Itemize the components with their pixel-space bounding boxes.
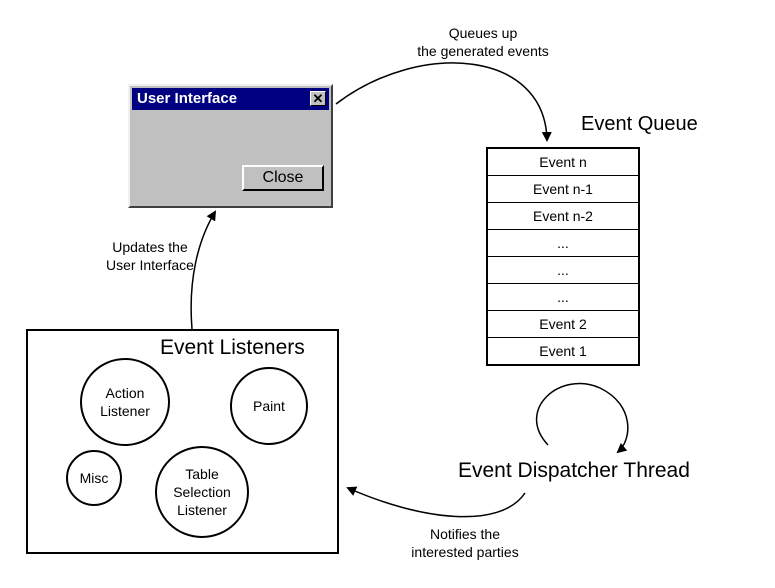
arrow-dispatcher-loop (535, 382, 629, 454)
window-title: User Interface (137, 90, 238, 107)
close-icon[interactable]: ✕ (310, 91, 326, 106)
node-label: Misc (79, 470, 109, 486)
annotation-line: interested parties (411, 544, 519, 560)
event-listeners-title: Event Listeners (160, 336, 305, 359)
queue-row: ... (488, 257, 638, 284)
arrow-dispatcher-to-listeners (346, 486, 526, 518)
arrow-ui-to-queue (335, 62, 552, 142)
queue-row: Event n-1 (488, 176, 638, 203)
node-label: Listener (177, 502, 227, 518)
paint-node: Paint (230, 367, 308, 445)
queue-row: Event n (488, 149, 638, 176)
annotation-line: Queues up (448, 25, 518, 41)
action-listener-node: Action Listener (80, 358, 170, 446)
annotation-line: Updates the (112, 239, 188, 255)
annotation-line: User Interface (106, 257, 194, 273)
node-label: Listener (100, 403, 150, 419)
annotation-queues-up: Queues up the generated events (398, 24, 568, 60)
window-titlebar: User Interface ✕ (132, 88, 329, 110)
queue-row: Event n-2 (488, 203, 638, 230)
event-queue-title: Event Queue (581, 113, 698, 135)
queue-row: Event 1 (539, 343, 587, 359)
table-selection-listener-node: Table Selection Listener (155, 446, 249, 538)
user-interface-window: User Interface ✕ Close (128, 84, 333, 208)
event-dispatcher-thread-label: Event Dispatcher Thread (458, 459, 690, 482)
annotation-updates-ui: Updates the User Interface (85, 238, 215, 274)
node-label: Paint (253, 398, 285, 414)
misc-node: Misc (66, 450, 122, 506)
event-listeners-box (26, 329, 339, 554)
node-label: Table (185, 466, 219, 482)
close-button[interactable]: Close (242, 165, 324, 191)
queue-row: ... (488, 284, 638, 311)
arrow-listeners-to-ui (190, 210, 217, 330)
queue-row: ... (488, 230, 638, 257)
node-label: Action (105, 385, 145, 401)
annotation-line: Notifies the (429, 526, 501, 542)
queue-row: Event 2 (488, 311, 638, 338)
node-label: Selection (173, 484, 231, 500)
event-queue-table: Event n Event n-1 Event n-2 ... ... ... … (486, 147, 640, 366)
annotation-line: the generated events (417, 43, 549, 59)
annotation-notifies: Notifies the interested parties (390, 525, 540, 561)
